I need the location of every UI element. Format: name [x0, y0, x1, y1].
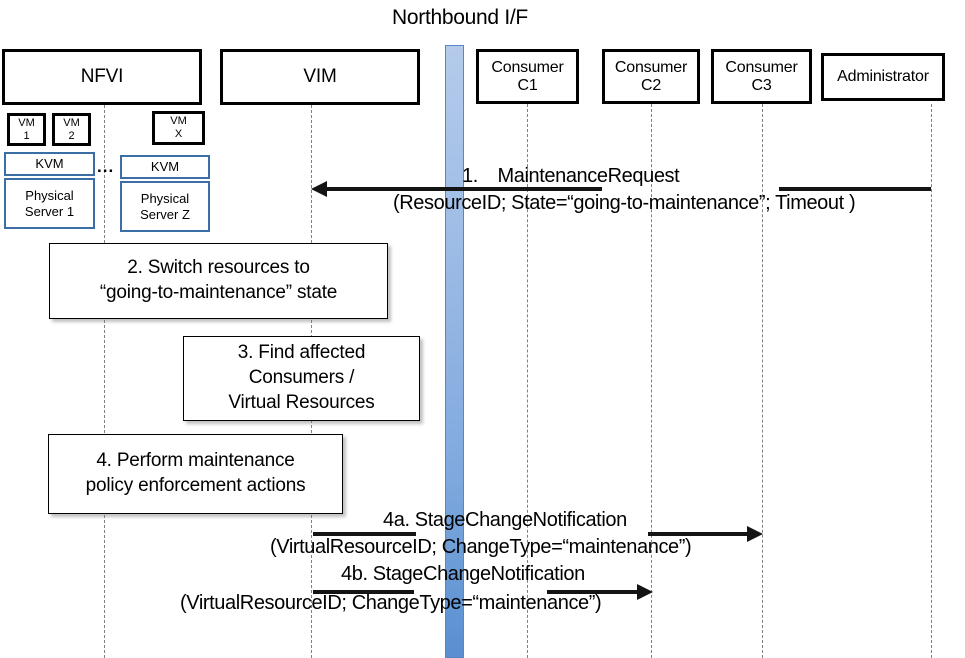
actor-box-nfvi[interactable]: NFVI: [2, 49, 202, 105]
actor-label-consumer-c1-line2: C1: [517, 76, 538, 94]
note-box-2-line1: 2. Switch resources to: [127, 257, 310, 279]
physical-server-z-box[interactable]: Physical Server Z: [120, 181, 210, 232]
actor-label-consumer-c3-line1: Consumer: [725, 58, 798, 76]
lifeline-nfvi: [104, 105, 105, 658]
actor-label-consumer-c2-line1: Consumer: [614, 58, 688, 76]
note-box-2: 2. Switch resources to “going-to-mainten…: [49, 243, 388, 319]
infrastructure-ellipsis: ...: [97, 157, 115, 176]
message-4a-line-right: [648, 532, 748, 536]
lifeline-administrator: [931, 104, 932, 658]
vm-box-1-line1: VM: [18, 116, 35, 129]
message-1-arrowhead: [311, 181, 327, 197]
message-4b-params: (VirtualResourceID; ChangeType=“maintena…: [180, 592, 602, 614]
message-4a-line-left: [313, 532, 416, 536]
note-box-4-line2: policy enforcement actions: [85, 475, 306, 496]
vm-box-1[interactable]: VM 1: [7, 113, 46, 146]
physical-server-z-line1: Physical: [140, 190, 190, 206]
physical-server-1-line2: Server 1: [24, 203, 75, 219]
vm-box-2-line1: VM: [63, 116, 80, 129]
physical-server-z-line2: Server Z: [140, 206, 190, 222]
vm-box-x[interactable]: VM X: [152, 111, 205, 145]
note-box-3-line2: Consumers /: [248, 367, 355, 389]
message-1-line-right: [779, 187, 931, 191]
kvm-box-right[interactable]: KVM: [120, 155, 210, 179]
vm-box-1-line2: 1: [23, 129, 30, 142]
lifeline-consumer-c1: [527, 104, 528, 658]
physical-server-1-box[interactable]: Physical Server 1: [4, 178, 95, 229]
message-1-title: 1. MaintenanceRequest: [462, 165, 680, 187]
message-4a-arrowhead: [747, 526, 763, 542]
actor-box-consumer-c3[interactable]: Consumer C3: [711, 49, 812, 104]
actor-box-administrator[interactable]: Administrator: [821, 53, 945, 101]
note-box-3: 3. Find affected Consumers / Virtual Res…: [183, 336, 420, 421]
note-box-3-line1: 3. Find affected: [237, 342, 366, 364]
note-box-2-line2: “going-to-maintenance” state: [99, 282, 338, 303]
physical-server-1-line1: Physical: [25, 187, 74, 203]
lifeline-consumer-c3: [762, 104, 763, 658]
kvm-box-right-label: KVM: [150, 159, 180, 175]
vm-box-x-line1: VM: [170, 115, 187, 128]
diagram-title: Northbound I/F: [392, 6, 528, 29]
vm-box-x-line2: X: [174, 128, 183, 140]
message-1-line-left: [325, 187, 602, 191]
actor-label-nfvi: NFVI: [80, 66, 124, 88]
actor-label-administrator: Administrator: [837, 68, 929, 86]
message-4b-arrowhead: [637, 584, 653, 600]
actor-box-vim[interactable]: VIM: [220, 49, 420, 105]
message-4b-line-left: [313, 590, 414, 594]
vm-box-2[interactable]: VM 2: [52, 113, 91, 146]
message-4b-line-right: [547, 590, 638, 594]
kvm-box-left[interactable]: KVM: [4, 152, 95, 176]
message-4b-title: 4b. StageChangeNotification: [341, 563, 585, 585]
message-4a-title: 4a. StageChangeNotification: [383, 509, 627, 531]
message-1-params: (ResourceID; State=“going-to-maintenance…: [393, 192, 856, 214]
actor-label-consumer-c1-line1: Consumer: [491, 58, 564, 76]
vm-box-2-line2: 2: [68, 129, 75, 142]
lifeline-consumer-c2: [651, 104, 652, 658]
actor-box-consumer-c2[interactable]: Consumer C2: [602, 49, 700, 104]
actor-label-consumer-c3-line2: C3: [751, 76, 772, 94]
note-box-4: 4. Perform maintenance policy enforcemen…: [48, 434, 343, 514]
actor-label-vim: VIM: [303, 66, 337, 88]
note-box-3-line3: Virtual Resources: [228, 391, 375, 413]
message-4a-params: (VirtualResourceID; ChangeType=“maintena…: [270, 536, 692, 558]
kvm-box-left-label: KVM: [35, 156, 64, 172]
actor-label-consumer-c2-line2: C2: [640, 76, 662, 94]
note-box-4-line1: 4. Perform maintenance: [96, 450, 295, 472]
actor-box-consumer-c1[interactable]: Consumer C1: [476, 49, 579, 104]
